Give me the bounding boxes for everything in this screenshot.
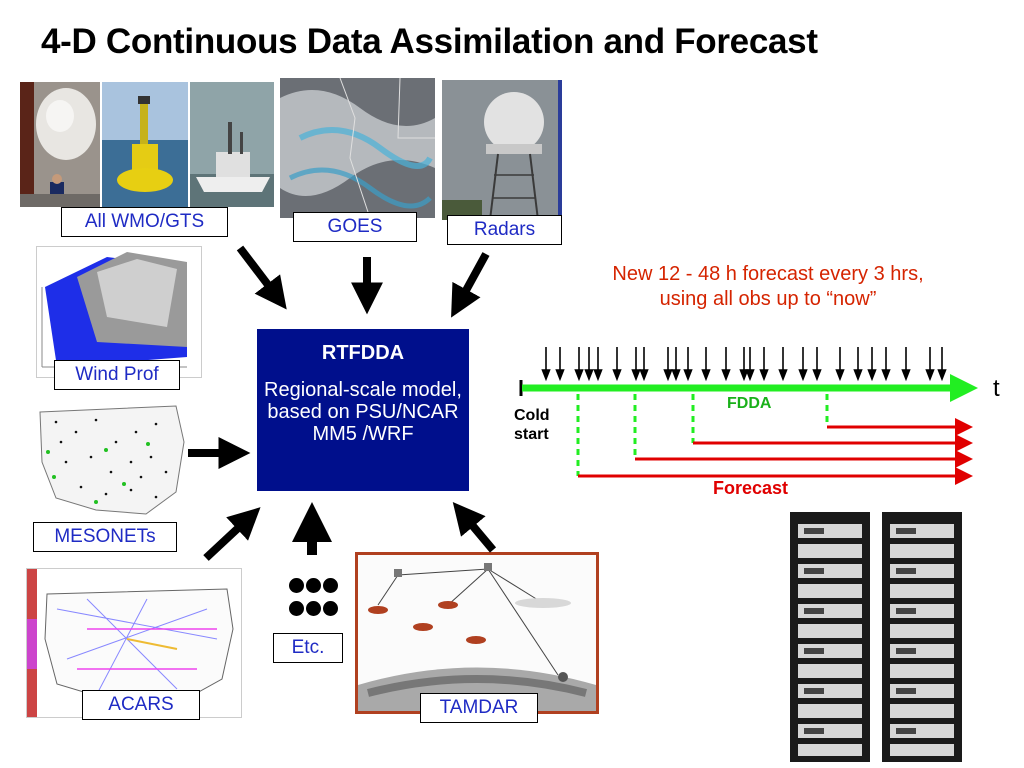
observation-arrow-head [671, 369, 681, 382]
observation-arrow-head [574, 369, 584, 382]
observation-arrow-head [745, 369, 755, 382]
etc-dot [306, 601, 321, 616]
label-wind-prof: Wind Prof [54, 360, 180, 390]
observation-arrow-head [683, 369, 693, 382]
observation-arrow-head [593, 369, 603, 382]
etc-dot [306, 578, 321, 593]
label-acars: ACARS [82, 690, 200, 720]
supercomputer-racks-photo [790, 512, 980, 762]
buoy-photo [102, 82, 188, 207]
wind-profiler-drawing [41, 252, 187, 368]
etc-dot [323, 601, 338, 616]
observation-arrow-head [798, 369, 808, 382]
cold-start-label: Cold start [514, 406, 550, 444]
label-tamdar: TAMDAR [420, 693, 538, 723]
observation-arrow-head [541, 369, 551, 382]
rtfdda-model-box: RTFDDA Regional-scale model, based on PS… [257, 329, 469, 491]
arrow-wmo-to-model [236, 245, 287, 310]
balloon-photo-drawing [20, 82, 100, 207]
observation-arrow-head [835, 369, 845, 382]
balloon-photo [20, 82, 100, 207]
label-radars: Radars [447, 215, 562, 245]
tamdar-network-diagram [355, 552, 599, 714]
radar-tower-photo [442, 80, 562, 220]
rtfdda-description: Regional-scale model, based on PSU/NCAR … [264, 379, 462, 445]
observation-arrow-head [867, 369, 877, 382]
observation-arrow-head [721, 369, 731, 382]
page-title: 4-D Continuous Data Assimilation and For… [41, 22, 818, 61]
observation-arrow-head [631, 369, 641, 382]
ship-photo [190, 82, 274, 207]
observation-arrow-head [663, 369, 673, 382]
etc-dot [289, 578, 304, 593]
mesonet-station-map [36, 402, 188, 520]
observation-arrows [541, 347, 947, 382]
observation-arrow-head [812, 369, 822, 382]
observation-arrow-head [759, 369, 769, 382]
observation-arrow-head [901, 369, 911, 382]
buoy-photo-drawing [102, 82, 188, 207]
forecast-note-line2: using all obs up to “now” [659, 288, 877, 310]
observation-arrow-head [853, 369, 863, 382]
arrow-tamdar-to-model [452, 501, 497, 553]
observation-arrow-head [739, 369, 749, 382]
observation-arrow-head [612, 369, 622, 382]
supercomputer-racks-drawing [790, 512, 962, 762]
ship-photo-drawing [190, 82, 274, 207]
tamdar-diagram-drawing [358, 563, 596, 711]
etc-dot [289, 601, 304, 616]
observation-arrow-head [925, 369, 935, 382]
observation-arrow-head [701, 369, 711, 382]
goes-satellite-image [280, 78, 435, 218]
label-mesonets: MESONETs [33, 522, 177, 552]
observation-arrow-head [778, 369, 788, 382]
cold-start-line2: start [514, 426, 549, 443]
label-all-wmo-gts: All WMO/GTS [61, 207, 228, 237]
observation-arrow-head [639, 369, 649, 382]
observation-arrow-head [555, 369, 565, 382]
cold-start-line1: Cold [514, 407, 550, 424]
rtfdda-heading: RTFDDA [321, 342, 405, 364]
fdda-label: FDDA [727, 395, 772, 412]
label-goes: GOES [293, 212, 417, 242]
time-axis-label: t [993, 375, 1000, 402]
observation-arrow-head [937, 369, 947, 382]
mesonet-map-drawing [39, 405, 185, 515]
observation-arrow-head [584, 369, 594, 382]
radar-tower-drawing [442, 80, 562, 220]
forecast-label: Forecast [713, 478, 789, 498]
arrow-radars-to-model [451, 252, 490, 318]
forecast-note: New 12 - 48 h forecast every 3 hrs, usin… [548, 262, 988, 312]
goes-satellite-drawing [280, 78, 435, 218]
forecast-note-line1: New 12 - 48 h forecast every 3 hrs, [612, 263, 924, 285]
etc-dot [323, 578, 338, 593]
acars-map-drawing [27, 569, 234, 717]
wind-profiler-plot [36, 246, 202, 378]
arrow-acars-to-model [203, 507, 261, 561]
observation-arrow-head [881, 369, 891, 382]
label-etc: Etc. [273, 633, 343, 663]
